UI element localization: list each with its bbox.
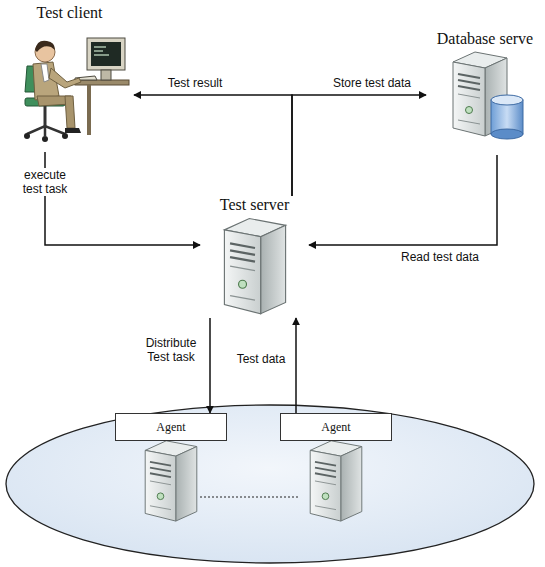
edge-label: execute test task xyxy=(15,168,75,196)
agent-box: Agent xyxy=(280,413,392,525)
screen-line xyxy=(94,50,103,51)
agent-label: Agent xyxy=(115,413,227,441)
connector-arrow xyxy=(209,318,211,413)
connector-arrow xyxy=(295,318,297,413)
server-shape xyxy=(145,441,197,521)
node-heading: Database serve xyxy=(426,30,544,48)
chair-base xyxy=(27,126,65,136)
person-at-computer xyxy=(9,22,131,146)
db-node: Database serve xyxy=(426,30,544,155)
chair-post xyxy=(43,106,46,126)
desk xyxy=(75,80,129,85)
screen-line xyxy=(94,54,109,55)
agent-box: Agent xyxy=(115,413,227,525)
suit-arm xyxy=(49,68,81,88)
edge-label: Read test data xyxy=(392,250,488,264)
suit-shin xyxy=(65,96,75,128)
server-icon xyxy=(215,214,295,316)
edge-label: Test data xyxy=(232,352,290,366)
monitor-frame xyxy=(87,38,125,70)
client-node: Test client xyxy=(5,4,134,152)
connector-arrow xyxy=(309,155,497,245)
monitor-stand xyxy=(101,70,111,80)
cylinder-bottom xyxy=(491,129,523,139)
node-heading: Test server xyxy=(200,196,309,214)
server-node: Test server xyxy=(200,196,309,318)
agent-label: Agent xyxy=(280,413,392,441)
chair-wheel xyxy=(42,136,48,142)
network-link xyxy=(200,497,300,498)
edge-label: Store test data xyxy=(322,76,422,90)
cylinder-top xyxy=(491,95,523,105)
chair-wheel xyxy=(24,133,30,139)
connector-arrow xyxy=(45,152,200,245)
shirt xyxy=(41,64,49,82)
server-shape xyxy=(224,219,285,314)
server-shape xyxy=(310,441,362,521)
server-icon xyxy=(136,437,206,523)
hair xyxy=(35,41,55,52)
shoe xyxy=(65,128,81,133)
monitor-screen xyxy=(91,42,121,66)
connector-arrow xyxy=(292,95,426,196)
screen-line xyxy=(94,46,106,47)
edge-label: Test result xyxy=(150,76,240,90)
node-heading: Test client xyxy=(5,4,134,22)
edge-label: Distribute Test task xyxy=(140,336,202,364)
connector-arrow xyxy=(134,95,292,196)
desk-leg xyxy=(87,85,91,135)
chair-wheel xyxy=(62,133,68,139)
database-icon xyxy=(435,48,535,148)
server-icon xyxy=(301,437,371,523)
network-region xyxy=(6,405,534,563)
